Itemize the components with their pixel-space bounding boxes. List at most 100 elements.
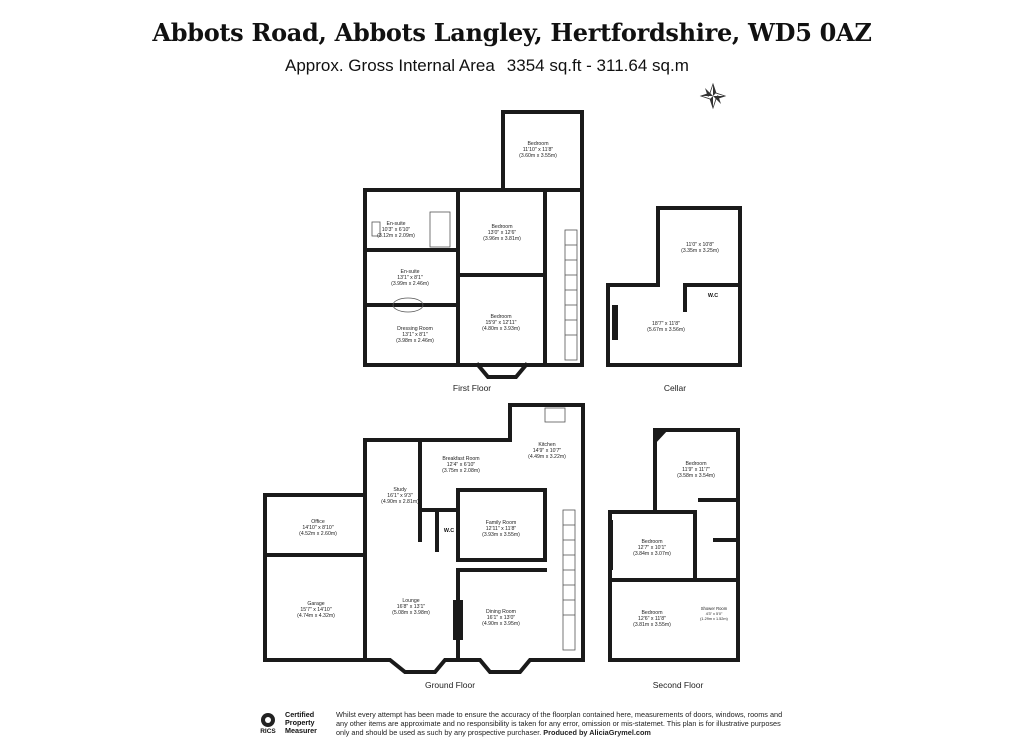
svg-text:Breakfast Room: Breakfast Room [442,456,479,462]
room-cellar-a: 11'0" x 10'8" (3.35m x 3.25m) [681,242,719,254]
rics-org-text: RICS [260,728,276,735]
svg-text:(4.74m x 4.32m): (4.74m x 4.32m) [297,613,335,619]
room-cellar-wc: W.C [708,293,718,299]
svg-text:10'3" x 6'10": 10'3" x 6'10" [382,227,411,233]
svg-text:Dressing Room: Dressing Room [397,326,433,332]
property-address: Abbots Road, Abbots Langley, Hertfordshi… [152,18,872,47]
svg-text:16'8" x 13'1": 16'8" x 13'1" [397,604,426,610]
certified-text: Certified Property Measurer [285,710,317,735]
svg-text:12'11" x 11'8": 12'11" x 11'8" [486,526,517,532]
room-gf-study: Study 16'1" x 9'3" (4.90m x 2.81m) [381,487,419,505]
compass-rose-icon [699,82,727,110]
rics-badge: RICS Certified Property Measurer [255,709,333,737]
svg-text:Bedroom: Bedroom [685,461,706,467]
disclaimer-text: Whilst every attempt has been made to en… [336,710,783,738]
svg-text:Garage: Garage [307,601,324,607]
room-ff-ensuite-1: En-suite 10'3" x 6'10" (3.12m x 2.09m) [377,221,415,239]
room-ff-bedroom-mid: Bedroom 13'0" x 12'6" (3.96m x 3.81m) [483,224,521,242]
room-sf-bedroom-low: Bedroom 12'6" x 11'8" (3.81m x 3.55m) [633,610,671,628]
svg-text:(5.08m x 3.98m): (5.08m x 3.98m) [392,610,430,616]
svg-text:12'6" x 11'8": 12'6" x 11'8" [638,616,666,622]
svg-text:14'9" x 10'7": 14'9" x 10'7" [533,448,562,454]
room-gf-kitchen: Kitchen 14'9" x 10'7" (4.49m x 3.22m) [528,442,566,460]
gross-internal-area: Approx. Gross Internal Area 3354 sq.ft - … [285,56,689,76]
room-cellar-b: 18'7" x 11'8" (5.67m x 3.56m) [647,321,685,333]
svg-text:(1.29m x 1.52m): (1.29m x 1.52m) [700,617,728,621]
svg-text:18'7" x 11'8": 18'7" x 11'8" [652,321,680,327]
svg-text:Bedroom: Bedroom [490,314,511,320]
room-gf-breakfast: Breakfast Room 12'4" x 6'10" (3.75m x 2.… [442,456,480,474]
room-gf-lounge: Lounge 16'8" x 13'1" (5.08m x 3.98m) [392,598,430,616]
svg-text:Study: Study [393,487,407,493]
ground-floor-label: Ground Floor [425,680,475,690]
svg-text:(4.52m x 2.60m): (4.52m x 2.60m) [299,531,337,537]
room-gf-garage: Garage 15'7" x 14'10" (4.74m x 4.32m) [297,601,335,619]
second-floor-plan [608,428,740,662]
svg-text:Dining Room: Dining Room [486,609,516,615]
first-floor-label: First Floor [453,383,491,393]
room-gf-office: Office 14'10" x 8'10" (4.52m x 2.60m) [299,519,337,537]
svg-text:15'7" x 14'10": 15'7" x 14'10" [300,607,331,613]
svg-text:14'10" x 8'10": 14'10" x 8'10" [302,525,333,531]
svg-text:(4.49m x 3.22m): (4.49m x 3.22m) [528,454,566,460]
room-gf-wc: W.C [444,528,454,534]
svg-text:(5.67m x 3.56m): (5.67m x 3.56m) [647,327,685,333]
svg-text:(3.12m x 2.09m): (3.12m x 2.09m) [377,233,415,239]
svg-text:13'0" x 12'6": 13'0" x 12'6" [488,230,517,236]
svg-text:11'10" x 11'8": 11'10" x 11'8" [523,147,554,153]
room-ff-ensuite-2: En-suite 13'1" x 8'1" (3.99m x 2.46m) [391,269,429,287]
ground-floor-plan [263,403,585,674]
svg-text:(3.75m x 2.08m): (3.75m x 2.08m) [442,468,480,474]
svg-text:En-suite: En-suite [400,269,419,275]
disclaimer: Whilst every attempt has been made to en… [336,710,784,738]
first-floor-plan [363,110,584,379]
area-value: 3354 sq.ft - 311.64 sq.m [506,56,689,75]
room-ff-bedroom-top: Bedroom 11'10" x 11'8" (3.60m x 3.55m) [519,141,557,159]
svg-text:Bedroom: Bedroom [641,610,662,616]
svg-text:Shower Room: Shower Room [701,606,728,611]
room-sf-shower: Shower Room 4'3" x 5'0" (1.29m x 1.52m) [700,606,728,621]
room-ff-dressing: Dressing Room 13'1" x 8'1" (3.98m x 2.46… [396,326,434,344]
producer-credit: Produced by AliciaGrymel.com [543,728,651,738]
svg-text:(3.35m x 3.25m): (3.35m x 3.25m) [681,248,719,254]
room-gf-family: Family Room 12'11" x 11'8" (3.93m x 3.55… [482,520,520,538]
svg-text:16'1" x 13'0": 16'1" x 13'0" [487,615,516,621]
svg-text:11'0" x 10'8": 11'0" x 10'8" [686,242,714,248]
svg-text:13'1" x 8'1": 13'1" x 8'1" [402,332,428,338]
svg-text:11'9" x 11'7": 11'9" x 11'7" [682,467,710,473]
svg-text:(3.58m x 3.54m): (3.58m x 3.54m) [677,473,715,479]
svg-text:(3.81m x 3.55m): (3.81m x 3.55m) [633,622,671,628]
svg-text:12'7" x 10'1": 12'7" x 10'1" [638,545,667,551]
svg-text:12'4" x 6'10": 12'4" x 6'10" [447,462,476,468]
svg-text:15'9" x 12'11": 15'9" x 12'11" [486,320,517,326]
svg-text:(3.99m x 2.46m): (3.99m x 2.46m) [391,281,429,287]
room-gf-dining: Dining Room 16'1" x 13'0" (4.90m x 3.95m… [482,609,520,627]
cellar-label: Cellar [664,383,686,393]
svg-text:Bedroom: Bedroom [527,141,548,147]
svg-text:(4.80m x 3.93m): (4.80m x 3.93m) [482,326,520,332]
svg-text:(3.98m x 2.46m): (3.98m x 2.46m) [396,338,434,344]
svg-text:Kitchen: Kitchen [538,442,555,448]
second-floor-label: Second Floor [653,680,704,690]
svg-text:(4.90m x 2.81m): (4.90m x 2.81m) [381,499,419,505]
svg-text:13'1" x 8'1": 13'1" x 8'1" [397,275,423,281]
cellar-plan [606,206,742,367]
room-sf-bedroom-top: Bedroom 11'9" x 11'7" (3.58m x 3.54m) [677,461,715,479]
svg-text:16'1" x 9'3": 16'1" x 9'3" [387,493,413,499]
room-sf-bedroom-mid: Bedroom 12'7" x 10'1" (3.84m x 3.07m) [633,539,671,557]
svg-text:(3.84m x 3.07m): (3.84m x 3.07m) [633,551,671,557]
svg-text:Office: Office [311,519,325,525]
svg-text:4'3" x 5'0": 4'3" x 5'0" [706,612,723,616]
svg-text:En-suite: En-suite [386,221,405,227]
area-label: Approx. Gross Internal Area [285,56,495,75]
svg-text:Lounge: Lounge [402,598,419,604]
svg-text:Family Room: Family Room [486,520,517,526]
rics-logo-icon: RICS [260,713,276,735]
svg-text:Bedroom: Bedroom [641,539,662,545]
svg-text:(3.93m x 3.55m): (3.93m x 3.55m) [482,532,520,538]
svg-text:Bedroom: Bedroom [491,224,512,230]
svg-text:(3.96m x 3.81m): (3.96m x 3.81m) [483,236,521,242]
svg-text:(3.60m x 3.55m): (3.60m x 3.55m) [519,153,557,159]
svg-text:(4.90m x 3.95m): (4.90m x 3.95m) [482,621,520,627]
